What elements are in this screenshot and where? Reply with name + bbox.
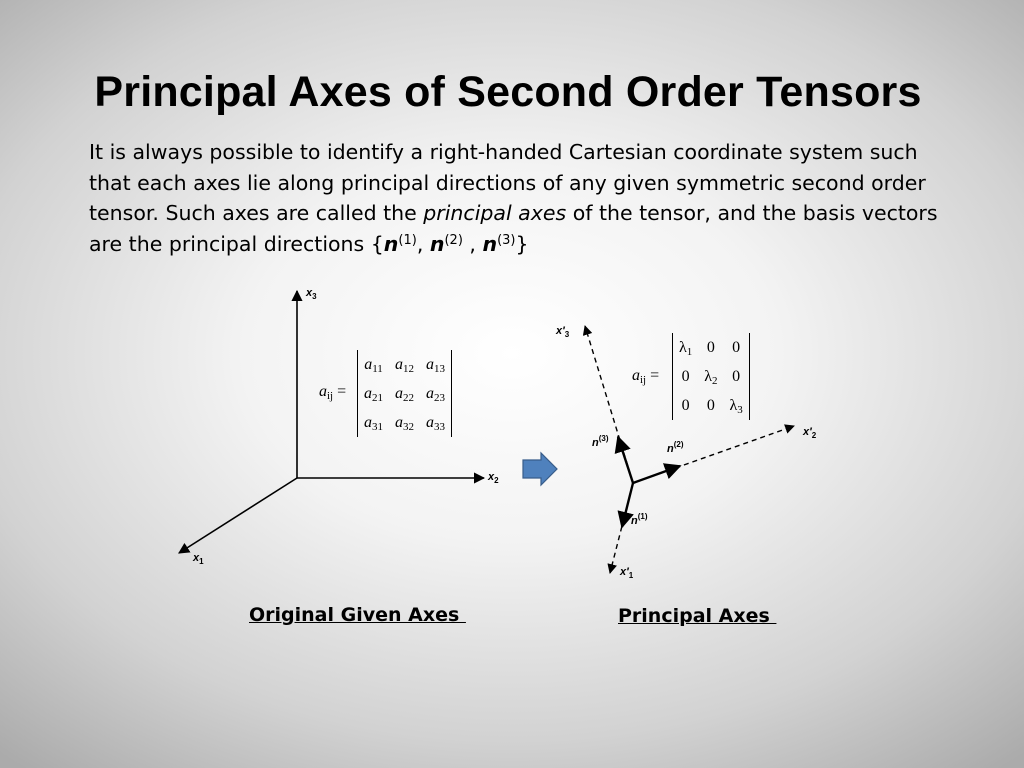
matrix-entry: a13	[426, 355, 445, 375]
n-vector-3-sup: (3)	[497, 232, 516, 248]
matrix-entry: a21	[364, 384, 383, 404]
n-vector-2: n	[429, 231, 445, 256]
n-vector-1-sup: (1)	[398, 232, 417, 248]
separator-2: ,	[462, 231, 483, 256]
separator-1: ,	[416, 231, 430, 256]
matrix-entry: 0	[681, 396, 690, 414]
matrix-lhs: aij =	[632, 367, 660, 386]
x1-axis-line	[178, 477, 298, 554]
body-part-2: of the tensor, and the basis vectors are…	[89, 201, 938, 256]
matrix-entry: a12	[395, 355, 414, 375]
n-vector-3: n	[482, 231, 498, 256]
n2-vector-line	[632, 463, 682, 485]
matrix-entry: a32	[395, 413, 414, 433]
matrix-entry: λ3	[729, 396, 743, 416]
caption-principal: Principal Axes	[618, 605, 777, 627]
matrix-entry: 0	[706, 396, 715, 414]
matrix-entry: λ2	[704, 367, 718, 387]
matrix-entry: a22	[395, 384, 414, 404]
n-vector-1: n	[383, 231, 399, 256]
x2-label: x2	[488, 471, 499, 485]
caption-original: Original Given Axes	[249, 604, 466, 626]
body-paragraph: It is always possible to identify a righ…	[89, 137, 949, 259]
matrix-entry: 0	[732, 338, 741, 356]
matrix-entry: a11	[364, 355, 383, 375]
transform-arrow	[522, 451, 558, 487]
x1-label: x1	[193, 552, 204, 566]
matrix-entry: 0	[706, 338, 715, 356]
matrix-entry: 0	[732, 367, 741, 385]
matrix-grid: a11 a12 a13 a21 a22 a23 a31 a32 a33	[357, 350, 452, 437]
matrix-entry: a23	[426, 384, 445, 404]
slide-title: Principal Axes of Second Order Tensors	[94, 68, 922, 116]
body-part-1: It is always possible to identify a righ…	[89, 140, 926, 225]
n3-vector-line	[614, 435, 635, 484]
n1-label: n(1)	[631, 512, 648, 528]
matrix-entry: λ1	[679, 338, 693, 358]
n-vector-2-sup: (2)	[444, 232, 463, 248]
n1-vector-line	[617, 482, 635, 529]
body-emphasis: principal axes	[423, 201, 567, 225]
closing-brace: }	[515, 231, 529, 256]
matrix-entry: a31	[364, 413, 383, 433]
n2-label: n(2)	[667, 440, 684, 456]
matrix-entry: 0	[681, 367, 690, 385]
matrix-lhs: aij =	[319, 383, 347, 402]
x2p-label: x′2	[803, 426, 817, 440]
matrix-entry: a33	[426, 413, 445, 433]
x1p-label: x′1	[620, 566, 634, 580]
x3-label: x3	[306, 287, 317, 301]
n3-label: n(3)	[592, 434, 609, 450]
x3p-label: x′3	[556, 325, 570, 339]
